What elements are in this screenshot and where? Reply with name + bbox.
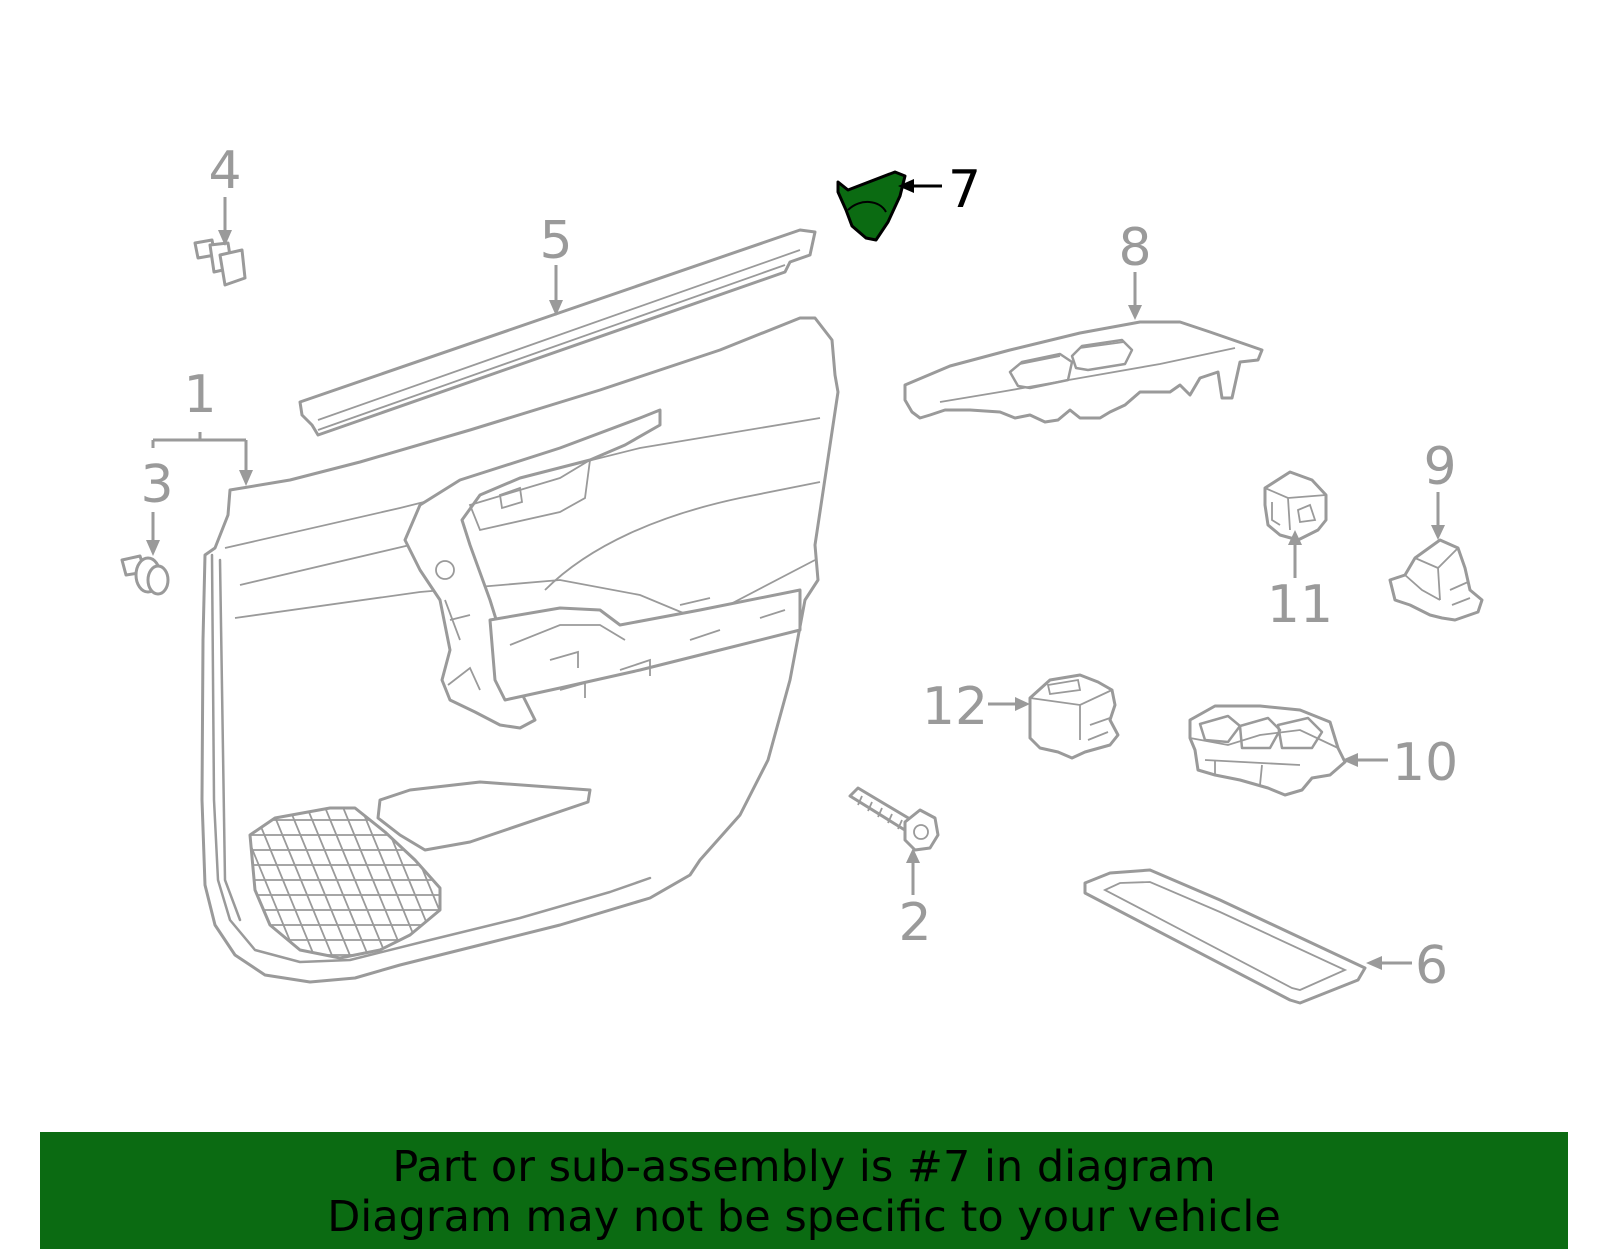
callout-8: 8: [1118, 218, 1151, 278]
part-2-screw[interactable]: [848, 786, 940, 852]
banner-line-1: Part or sub-assembly is #7 in diagram: [392, 1142, 1216, 1192]
callout-5: 5: [539, 211, 572, 271]
banner-line-2: Diagram may not be specific to your vehi…: [327, 1192, 1281, 1242]
part-5-weatherstrip[interactable]: [298, 228, 817, 437]
callout-3: 3: [140, 455, 173, 515]
part-12-switch[interactable]: [1028, 673, 1120, 760]
part-11-switch[interactable]: [1263, 470, 1328, 542]
callout-2: 2: [898, 893, 931, 953]
callout-10: 10: [1392, 733, 1458, 793]
part-7-highlighted[interactable]: [836, 170, 907, 242]
part-6-trim-pad[interactable]: [1083, 868, 1367, 1005]
callout-9: 9: [1423, 437, 1456, 497]
part-3-clip[interactable]: [120, 554, 170, 596]
part-10-switch-cluster[interactable]: [1188, 704, 1347, 797]
callout-labels: 1 2 3 4 5 6 7 8 9 10 11 12: [140, 141, 1458, 996]
callout-11: 11: [1267, 575, 1333, 635]
part-9-switch[interactable]: [1388, 538, 1484, 622]
callout-1: 1: [183, 365, 216, 425]
part-1-door-trim-panel[interactable]: [200, 316, 840, 984]
callout-7: 7: [948, 160, 981, 220]
callout-12: 12: [922, 677, 988, 737]
callout-4: 4: [208, 141, 241, 201]
part-8-switch-bezel[interactable]: [903, 320, 1264, 424]
info-banner: Part or sub-assembly is #7 in diagram Di…: [40, 1132, 1568, 1249]
part-4-clip[interactable]: [193, 238, 247, 287]
callout-6: 6: [1415, 936, 1448, 996]
leader-lines: [146, 179, 1445, 970]
